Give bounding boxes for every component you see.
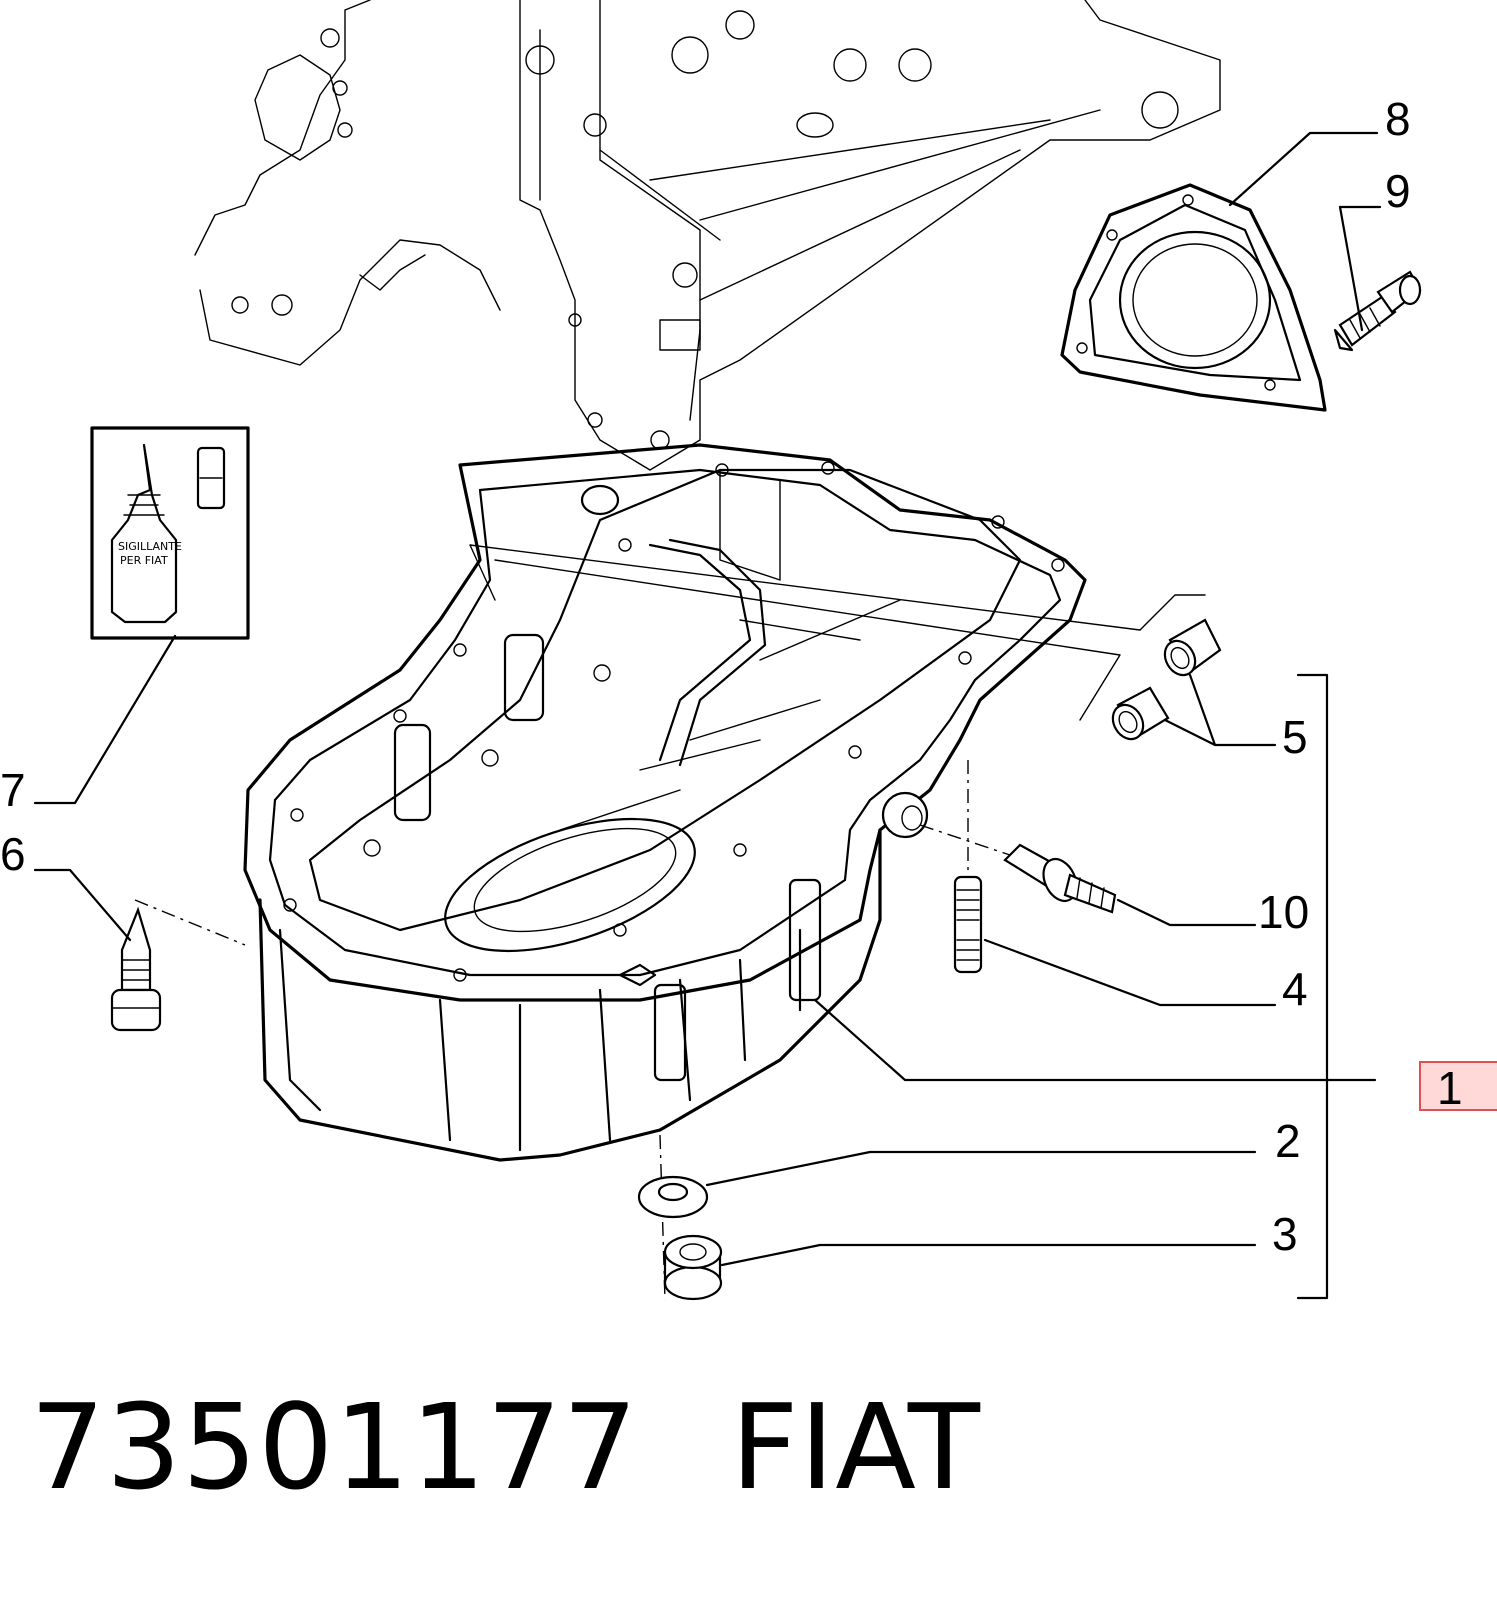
reference-plane-line xyxy=(469,544,1141,721)
reference-plane-line-2 xyxy=(1139,594,1206,631)
callout-4: 4 xyxy=(1282,963,1308,1015)
callout-5: 5 xyxy=(1282,711,1308,763)
part-caption: 73501177 FIAT xyxy=(30,1378,981,1516)
callout-3: 3 xyxy=(1272,1208,1298,1260)
callout-10: 10 xyxy=(1258,886,1309,938)
part-number: 73501177 xyxy=(30,1378,639,1516)
drain-washer-and-plug xyxy=(637,1134,723,1301)
sealant-kit-box: SIGILLANTE PER FIAT xyxy=(90,426,250,640)
oil-pan xyxy=(243,443,1087,1162)
plug-screw xyxy=(110,899,246,1032)
brand-name: FIAT xyxy=(730,1378,981,1516)
threaded-stud xyxy=(953,760,983,974)
bottle-label-line2: PER FIAT xyxy=(120,554,168,567)
callout-8: 8 xyxy=(1385,93,1411,145)
callout-9: 9 xyxy=(1385,165,1411,217)
leader-lines xyxy=(33,131,1382,1300)
callout-2: 2 xyxy=(1275,1115,1301,1167)
rear-seal-cover xyxy=(1060,183,1327,412)
callout-1-highlight[interactable]: 1 xyxy=(1419,1061,1497,1114)
dowel-bushings xyxy=(1111,618,1222,741)
hose-fitting xyxy=(919,824,1117,914)
engine-block-illustration xyxy=(194,0,1221,471)
bottle-label-line1: SIGILLANTE xyxy=(118,540,182,553)
callout-7: 7 xyxy=(0,764,26,816)
flange-bolt xyxy=(1333,270,1422,352)
callout-1: 1 xyxy=(1437,1062,1463,1114)
callout-6: 6 xyxy=(0,828,26,880)
